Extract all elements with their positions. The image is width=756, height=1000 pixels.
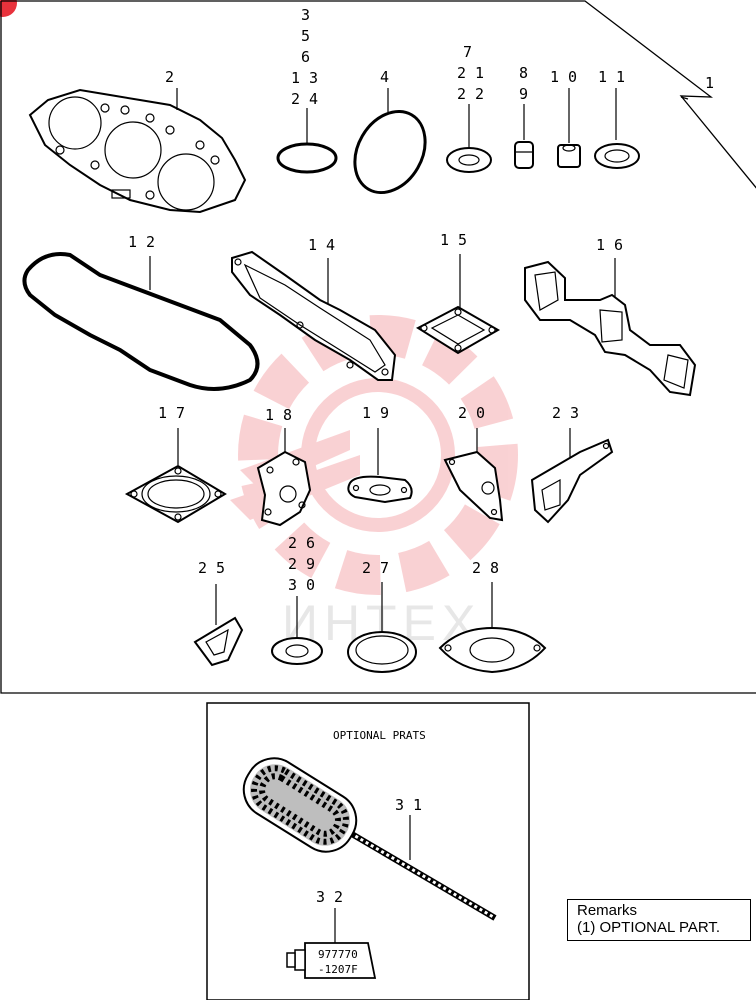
part-15-square-gasket: 1 5 [415,231,501,355]
label-21: 2 1 [457,64,484,82]
part-25-small-gasket: 2 5 [193,559,244,667]
label-16: 1 6 [596,236,623,254]
part-18-plate-gasket: 1 8 [256,406,312,527]
label-2: 2 [165,68,174,86]
label-12: 1 2 [128,233,155,251]
main-frame [0,0,756,694]
part-23-bracket-gasket: 2 3 [530,404,614,524]
label-19: 1 9 [362,404,389,422]
part-7-seal-washer: 7 2 1 2 2 [446,43,492,173]
label-17: 1 7 [158,404,185,422]
part-14-manifold-gasket: 1 4 [231,236,397,381]
part-2-head-gasket: 2 [28,68,247,214]
part-12-valve-cover-gasket: 1 2 [22,233,260,391]
label-14: 1 4 [308,236,335,254]
label-27: 2 7 [362,559,389,577]
label-26: 2 6 [288,534,315,552]
label-13: 1 3 [291,69,318,87]
part-27-ring: 2 7 [347,559,417,673]
part-10-sleeve: 1 0 [550,68,581,168]
corner-marker [0,0,17,17]
label-11: 1 1 [598,68,625,86]
label-9: 9 [519,85,528,103]
label-28: 2 8 [472,559,499,577]
label-20: 2 0 [458,404,485,422]
part-17-round-gasket: 1 7 [124,404,227,524]
part-3-o-ring: 3 5 6 1 3 2 4 [276,6,338,174]
part-8-valve-stem-seal: 8 9 [514,64,534,169]
remarks-box: Remarks (1) OPTIONAL PART. [567,899,751,941]
label-24: 2 4 [291,90,318,108]
label-8: 8 [519,64,528,82]
remarks-title: Remarks [577,902,638,919]
label-6: 6 [301,48,310,66]
part-31-flex-hone: 3 1 [242,757,497,921]
optional-parts-box [206,702,530,1000]
part-32-sealant-tube: 3 2 977770 -1207F [286,888,377,979]
label-3: 3 [301,6,310,24]
part-28-flange-gasket: 2 8 [438,559,547,674]
label-30: 3 0 [288,576,315,594]
part-19-oval-gasket: 1 9 [347,404,413,504]
label-25: 2 5 [198,559,225,577]
part-20-pump-gasket: 2 0 [443,404,504,522]
part-16-exhaust-gasket: 1 6 [524,236,697,397]
tube-label-line1: 977770 [318,948,358,961]
label-23: 2 3 [552,404,579,422]
label-1: 1 [705,74,714,92]
label-29: 2 9 [288,555,315,573]
tube-label-line2: -1207F [318,963,358,976]
label-15: 1 5 [440,231,467,249]
part-4-large-o-ring: 4 [353,68,427,195]
optional-parts-title: OPTIONAL PRATS [333,729,426,742]
label-18: 1 8 [265,406,292,424]
label-10: 1 0 [550,68,577,86]
label-5: 5 [301,27,310,45]
remarks-line1: (1) OPTIONAL PART. [577,919,721,936]
label-7: 7 [463,43,472,61]
label-32: 3 2 [316,888,343,906]
part-26-washer: 2 6 2 9 3 0 [271,534,323,665]
label-4: 4 [380,68,389,86]
part-11-washer: 1 1 [594,68,640,169]
label-22: 2 2 [457,85,484,103]
label-31: 3 1 [395,796,422,814]
